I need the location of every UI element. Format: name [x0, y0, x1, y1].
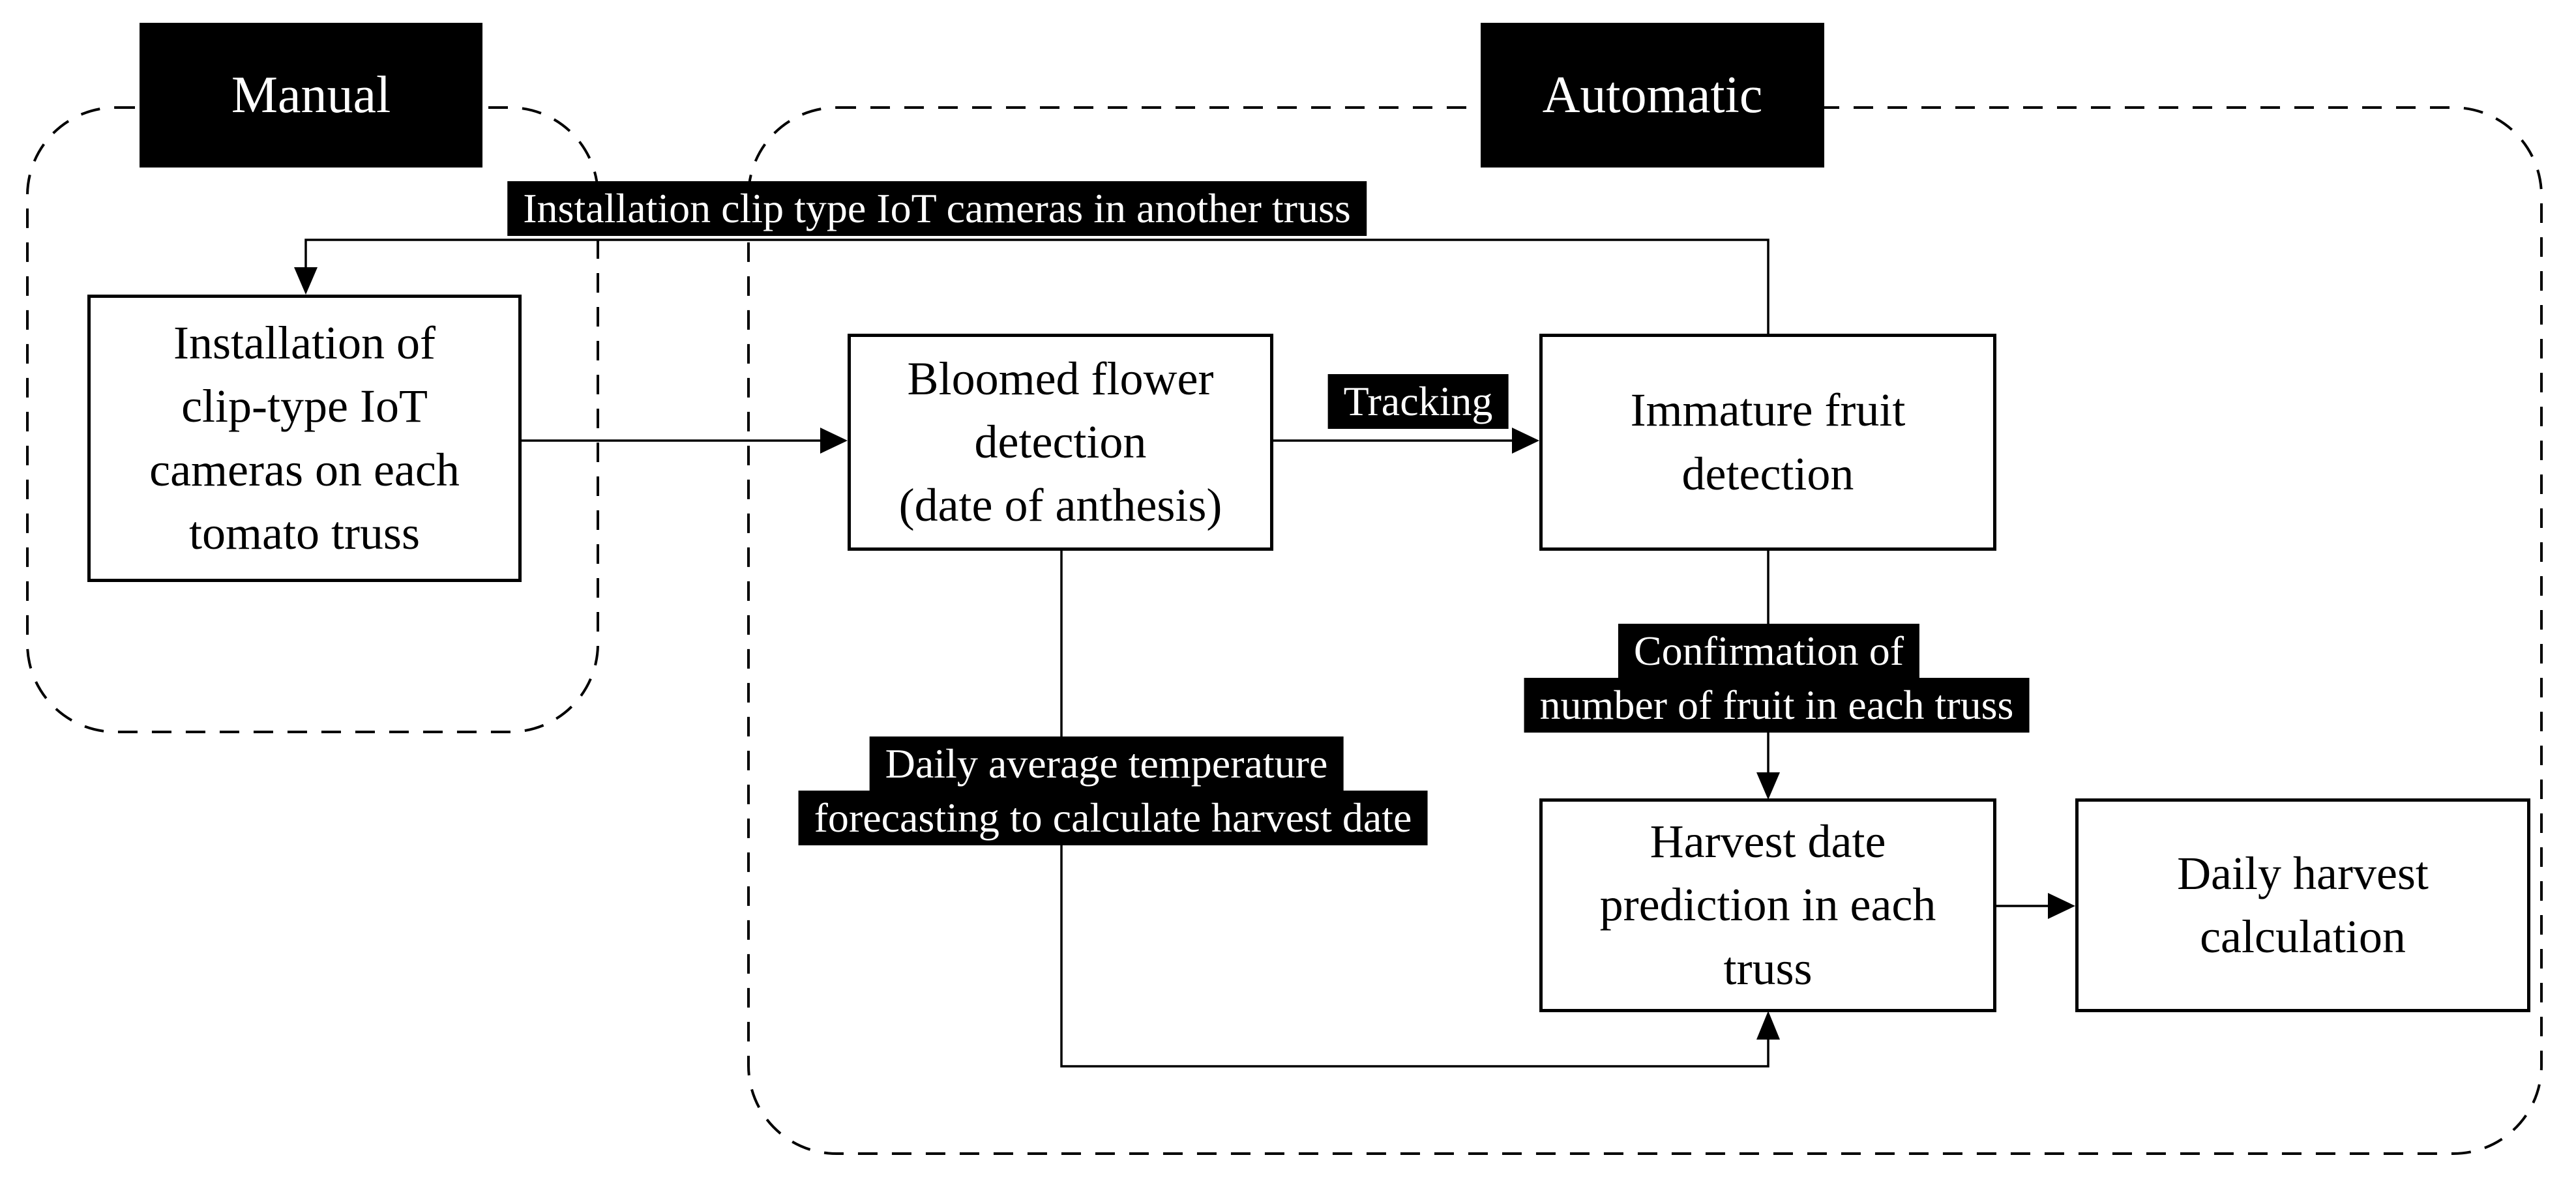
connector-reinstall-loop [304, 239, 1769, 334]
automatic-section-border [747, 106, 2543, 1155]
manual-section-header: Manual [140, 23, 482, 168]
arrowhead-into-calc-box [2048, 893, 2075, 919]
edge-label-reinstall-text: Installation clip type IoT cameras in an… [523, 185, 1351, 231]
arrowhead-into-harvest-box-top [1756, 772, 1780, 800]
edge-label-confirmation-line2: number of fruit in each truss [1524, 678, 2030, 733]
node-install-cameras: Installation of clip-type IoT cameras on… [87, 295, 522, 582]
automatic-section-label: Automatic [1542, 66, 1763, 124]
edge-label-temperature-line1-text: Daily average temperature [885, 740, 1328, 787]
edge-label-temperature-line1: Daily average temperature [869, 736, 1344, 791]
node-bloomed-flower-detection: Bloomed flower detection (date of anthes… [848, 334, 1273, 551]
manual-section-border [26, 106, 599, 733]
node-daily-harvest-calculation: Daily harvest calculation [2075, 798, 2530, 1012]
edge-label-tracking-text: Tracking [1343, 378, 1493, 424]
node-bloomed-flower-detection-text: Bloomed flower detection (date of anthes… [898, 352, 1222, 532]
arrowhead-into-immature-box [1512, 428, 1539, 454]
node-harvest-date-prediction: Harvest date prediction in each truss [1539, 798, 1996, 1012]
arrowhead-into-bloom-box [820, 428, 848, 454]
automatic-section-header: Automatic [1481, 23, 1824, 168]
node-immature-fruit-detection: Immature fruit detection [1539, 334, 1996, 551]
edge-label-tracking: Tracking [1327, 374, 1509, 429]
manual-section-label: Manual [231, 66, 391, 124]
edge-label-temperature-line2: forecasting to calculate harvest date [798, 791, 1428, 845]
edge-label-confirmation-line2-text: number of fruit in each truss [1539, 682, 2014, 728]
arrowhead-into-harvest-box-bottom [1756, 1011, 1780, 1040]
node-immature-fruit-detection-text: Immature fruit detection [1630, 384, 1906, 500]
edge-label-temperature-line2-text: forecasting to calculate harvest date [814, 795, 1412, 841]
node-harvest-date-prediction-text: Harvest date prediction in each truss [1599, 815, 1936, 995]
node-daily-harvest-calculation-text: Daily harvest calculation [2177, 847, 2429, 963]
edge-label-reinstall: Installation clip type IoT cameras in an… [507, 181, 1367, 236]
edge-label-confirmation-line1-text: Confirmation of [1633, 628, 1904, 674]
node-install-cameras-text: Installation of clip-type IoT cameras on… [149, 317, 460, 559]
arrowhead-into-install-box [294, 267, 318, 295]
edge-label-confirmation-line1: Confirmation of [1618, 624, 1920, 678]
